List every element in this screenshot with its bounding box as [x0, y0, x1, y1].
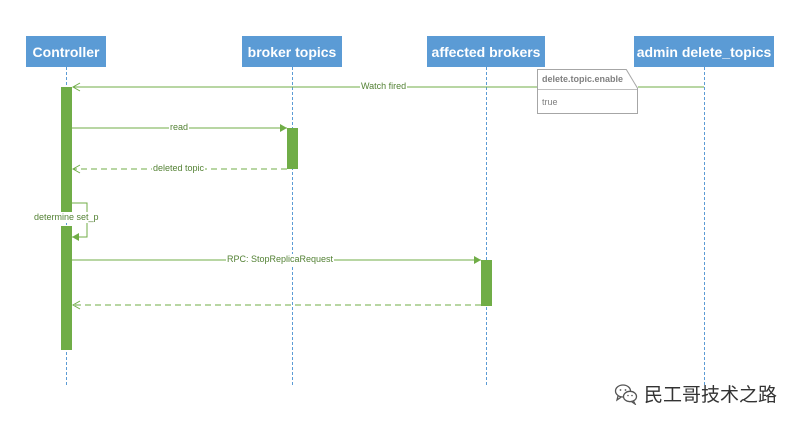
arrow-deleted-topic: [71, 164, 287, 174]
note-title: delete.topic.enable: [542, 74, 624, 84]
lifeline-affected-brokers: [486, 67, 487, 385]
activation-controller-lower: [61, 226, 72, 350]
participant-broker-topics: broker topics: [242, 36, 342, 67]
label-watch-fired: Watch fired: [360, 81, 408, 92]
label-deleted-topic: deleted topic: [152, 163, 206, 174]
participant-controller: Controller: [26, 36, 106, 67]
arrow-rpc-return: [71, 300, 481, 310]
note-fold-icon: [626, 69, 638, 89]
participant-admin-delete-topics: admin delete_topics: [634, 36, 774, 67]
wechat-icon: [614, 383, 638, 405]
activation-broker-topics: [287, 128, 298, 169]
watermark-text: 民工哥技术之路: [644, 384, 778, 406]
lifeline-admin-delete-topics: [704, 67, 705, 385]
participant-affected-brokers: affected brokers: [427, 36, 545, 67]
label-determine-set-p: determine set_p: [33, 212, 100, 223]
lifeline-broker-topics: [292, 67, 293, 385]
note-divider: [538, 89, 637, 90]
note-value: true: [542, 97, 558, 107]
label-read: read: [169, 122, 190, 133]
label-rpc-stop-replica: RPC: StopReplicaRequest: [226, 254, 335, 265]
note-delete-topic-enable: delete.topic.enable true: [537, 69, 638, 114]
watermark: 民工哥技术之路: [614, 380, 777, 407]
activation-affected-brokers: [481, 260, 492, 306]
activation-controller-upper: [61, 87, 72, 214]
